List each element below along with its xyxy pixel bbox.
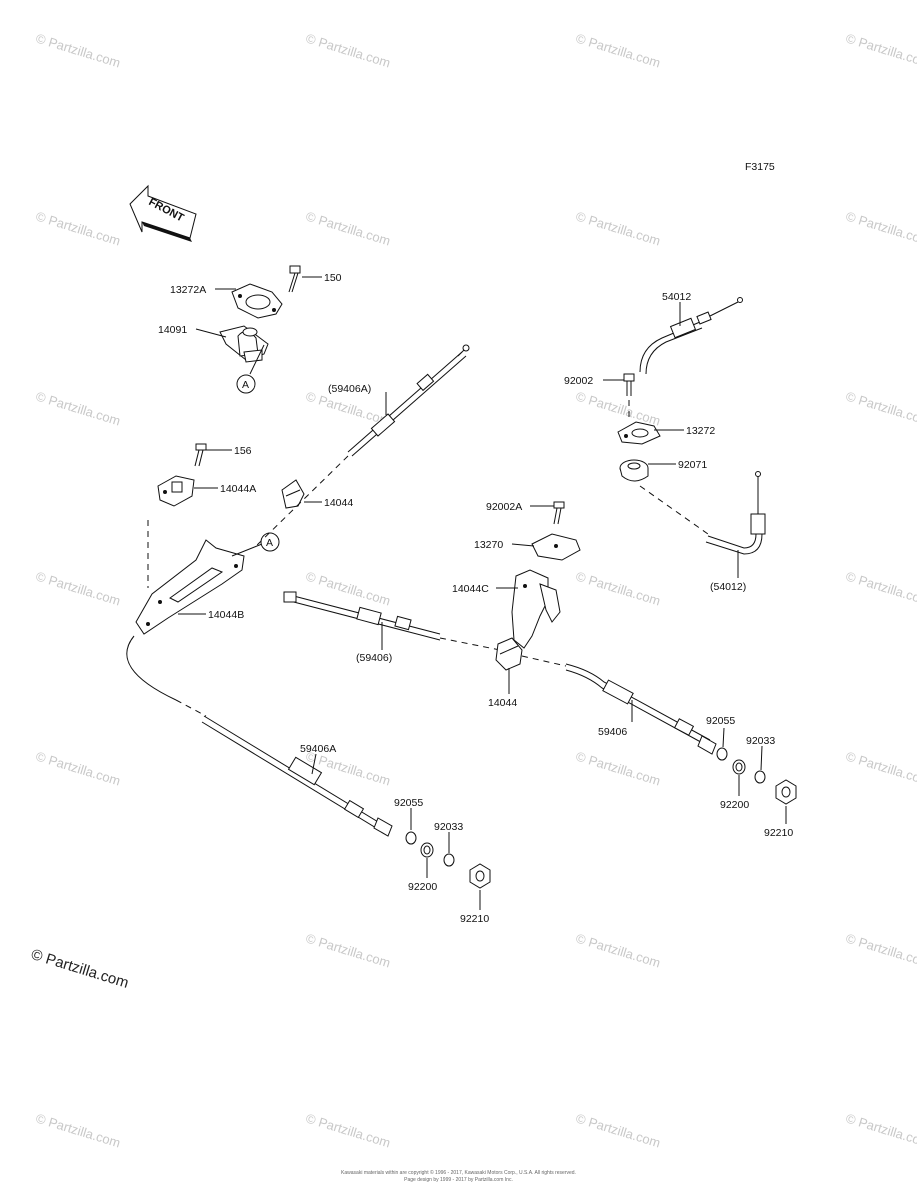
bolt-150 [288, 265, 301, 293]
part-label: 92200 [408, 881, 437, 893]
dashed-route [175, 699, 207, 717]
bolt-92002 [623, 373, 635, 396]
cable-54012-lower [705, 471, 766, 555]
callout-a-text: A [242, 379, 249, 391]
part-label: (59406) [356, 652, 392, 664]
watermark: © Partzilla.com [304, 1111, 392, 1151]
part-label: 14044C [452, 583, 489, 595]
part-label: 92200 [720, 799, 749, 811]
cable-59406A-lower [201, 715, 393, 837]
watermark: © Partzilla.com [574, 931, 662, 971]
watermark: © Partzilla.com [844, 569, 917, 609]
part-label: (59406A) [328, 383, 371, 395]
watermark: © Partzilla.com [574, 749, 662, 789]
footer-line: Page design by 1999 - 2017 by Partzilla.… [404, 1177, 513, 1183]
part-label: 13270 [474, 539, 503, 551]
figure-code: F3175 [745, 161, 775, 173]
callout-a-text: A [266, 537, 273, 549]
part-label: 92071 [678, 459, 707, 471]
callout-a-circle: A [231, 532, 280, 557]
cable-59406-mid [283, 591, 441, 641]
watermark: © Partzilla.com [844, 31, 917, 71]
part-label: 59406 [598, 726, 627, 738]
watermark: © Partzilla.com [34, 31, 122, 71]
dashed-route [439, 637, 501, 651]
lock-washer-92033-left [443, 853, 455, 867]
part-label: 92002A [486, 501, 522, 513]
part-label: 92033 [746, 735, 775, 747]
clip-14044-top [281, 479, 305, 509]
watermark: © Partzilla.com [304, 31, 392, 71]
part-label: 156 [234, 445, 252, 457]
part-label: 59406A [300, 743, 336, 755]
part-label: 14044B [208, 609, 244, 621]
watermark: © Partzilla.com [574, 389, 662, 429]
watermark: © Partzilla.com [574, 1111, 662, 1151]
leader-lines [178, 276, 787, 910]
part-label: 92210 [764, 827, 793, 839]
plate-13270 [531, 533, 581, 561]
watermark: © Partzilla.com [844, 931, 917, 971]
part-label: 92033 [434, 821, 463, 833]
part-label: 150 [324, 272, 342, 284]
part-label: 14044 [488, 697, 517, 709]
watermark: © Partzilla.com [34, 1111, 122, 1151]
nut-92210-left [469, 863, 491, 889]
part-label: 92210 [460, 913, 489, 925]
gasket-13272A [231, 283, 283, 319]
part-label: 13272A [170, 284, 206, 296]
part-label: 92002 [564, 375, 593, 387]
o-ring-92055-right [716, 747, 728, 761]
part-labels: 13272A 150 14091 (59406A) 156 14044A 140… [158, 272, 793, 925]
lock-washer-92033-right [754, 770, 766, 784]
bolt-92002A [553, 501, 565, 525]
part-label: 54012 [662, 291, 691, 303]
watermark: © Partzilla.com [34, 389, 122, 429]
nut-92210-right [775, 779, 797, 805]
cable-59406A-upper [347, 344, 470, 457]
watermark: © Partzilla.com [34, 749, 122, 789]
callout-a-circle: A [236, 344, 265, 394]
housing-14091 [219, 325, 269, 363]
part-label: 14044A [220, 483, 256, 495]
front-arrow-icon: FRONT [129, 184, 197, 242]
watermark: © Partzilla.com [34, 209, 122, 249]
watermark: © Partzilla.com [844, 1111, 917, 1151]
dashed-route [521, 655, 567, 667]
washer-92200-right [732, 759, 746, 775]
watermark: © Partzilla.com [844, 209, 917, 249]
watermark: © Partzilla.com [304, 931, 392, 971]
bolt-156 [194, 443, 207, 467]
clip-14044-mid [495, 637, 523, 671]
grommet-92071 [619, 459, 649, 482]
part-label: (54012) [710, 581, 746, 593]
part-label: 14044 [324, 497, 353, 509]
o-ring-92055-left [405, 831, 417, 845]
cable-54012-upper [639, 297, 743, 375]
bracket-14044B [135, 539, 245, 635]
part-label: 92055 [706, 715, 735, 727]
part-label: 13272 [686, 425, 715, 437]
footer-line: Kawasaki materials within are copyright … [341, 1170, 576, 1176]
watermark: © Partzilla.com [574, 209, 662, 249]
watermark: © Partzilla.com [844, 389, 917, 429]
watermark: © Partzilla.com [34, 569, 122, 609]
bracket-14044C [511, 569, 561, 649]
dashed-route [639, 485, 709, 535]
watermark: © Partzilla.com [844, 749, 917, 789]
part-label: 92055 [394, 797, 423, 809]
part-label: 14091 [158, 324, 187, 336]
clamp-14044A [157, 475, 195, 507]
cable-59406-right [565, 663, 717, 755]
watermark: © Partzilla.com [304, 209, 392, 249]
washer-92200-left [420, 842, 434, 858]
gasket-13272 [617, 421, 661, 445]
watermark: © Partzilla.com [574, 569, 662, 609]
watermark: © Partzilla.com [574, 31, 662, 71]
cable-59406A-route [126, 635, 177, 701]
